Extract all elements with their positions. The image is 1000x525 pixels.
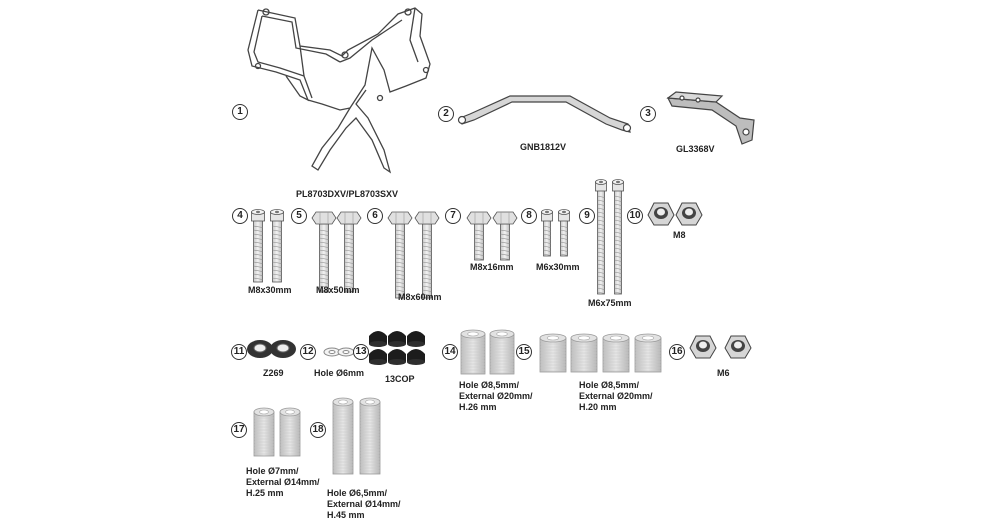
bolt-m6x75	[612, 179, 624, 295]
bolt-m6x75	[595, 179, 607, 295]
spacer-17	[253, 407, 275, 457]
part-label-3: GL3368V	[676, 144, 715, 154]
spacer-14	[460, 329, 486, 375]
part-number-15: 15	[516, 344, 532, 360]
bolt-m8x16	[492, 211, 518, 261]
part-label-line: H.45 mm	[327, 510, 365, 520]
part-number-16: 16	[669, 344, 685, 360]
part-label-15: Hole Ø8,5mm/External Ø20mm/H.20 mm	[579, 380, 653, 413]
part-number-5: 5	[291, 208, 307, 224]
cap	[369, 331, 387, 347]
cap	[369, 349, 387, 365]
spacer-15	[602, 333, 630, 373]
part-label-10: M8	[673, 230, 686, 240]
part-label-line: External Ø20mm/	[579, 391, 653, 401]
spacer-15	[539, 333, 567, 373]
part-label-11: Z269	[263, 368, 284, 378]
spacer-17	[279, 407, 301, 457]
nut-m6	[689, 335, 717, 359]
spacers-drawing	[253, 329, 662, 475]
cap	[407, 331, 425, 347]
part-label-16: M6	[717, 368, 730, 378]
part-label-line: Hole Ø8,5mm/	[579, 380, 640, 390]
part-number-6: 6	[367, 208, 383, 224]
part-number-1: 1	[232, 104, 248, 120]
part-number-9: 9	[579, 208, 595, 224]
part-label-13: 13COP	[385, 374, 415, 384]
bar-drawing	[457, 95, 632, 133]
cap	[388, 349, 406, 365]
spacer-15	[570, 333, 598, 373]
part-number-11: 11	[231, 344, 247, 360]
part-label-2: GNB1812V	[520, 142, 567, 152]
rubber-parts-drawing	[247, 340, 296, 358]
spacer-15	[634, 333, 662, 373]
part-label-14: Hole Ø8,5mm/External Ø20mm/H.26 mm	[459, 380, 533, 413]
part-label-line: External Ø14mm/	[327, 499, 401, 509]
part-number-10: 10	[627, 208, 643, 224]
part-number-14: 14	[442, 344, 458, 360]
part-label-line: Hole Ø6,5mm/	[327, 488, 388, 498]
cap	[407, 349, 425, 365]
part-number-8: 8	[521, 208, 537, 224]
part-label-7: M8x16mm	[470, 262, 514, 272]
part-label-9: M6x75mm	[588, 298, 632, 308]
nuts-drawing	[647, 202, 752, 359]
part-number-12: 12	[300, 344, 316, 360]
spacer-18	[332, 397, 354, 475]
cap	[388, 331, 406, 347]
part-number-7: 7	[445, 208, 461, 224]
part-label-line: H.26 mm	[459, 402, 497, 412]
nut-m8	[647, 202, 675, 226]
part-label-12: Hole Ø6mm	[314, 368, 365, 378]
part-label-line: External Ø20mm/	[459, 391, 533, 401]
bolt-m8x50	[311, 211, 337, 293]
spacer-14	[489, 329, 515, 375]
nut-m8	[675, 202, 703, 226]
part-number-18: 18	[310, 422, 326, 438]
nut-m6	[724, 335, 752, 359]
part-number-2: 2	[438, 106, 454, 122]
part-number-13: 13	[353, 344, 369, 360]
part-label-4: M8x30mm	[248, 285, 292, 295]
bolt-m8x60	[414, 211, 440, 299]
part-number-3: 3	[640, 106, 656, 122]
bolt-m8x30	[270, 209, 284, 283]
bolt-m6x30	[558, 209, 570, 257]
bolt-m8x16	[466, 211, 492, 261]
part-label-17: Hole Ø7mm/External Ø14mm/H.25 mm	[246, 466, 320, 499]
bolt-m8x60	[387, 211, 413, 299]
part-label-18: Hole Ø6,5mm/External Ø14mm/H.45 mm	[327, 488, 401, 521]
part-label-1: PL8703DXV/PL8703SXV	[296, 189, 399, 199]
part-number-17: 17	[231, 422, 247, 438]
washers-drawing	[323, 347, 355, 357]
part-label-5: M8x50mm	[316, 285, 360, 295]
bolts-drawing	[251, 179, 624, 299]
spacer-18	[359, 397, 381, 475]
part-label-line: Hole Ø7mm/	[246, 466, 299, 476]
bolt-m8x30	[251, 209, 265, 283]
bolt-m6x30	[541, 209, 553, 257]
bolt-m8x50	[336, 211, 362, 293]
part-label-line: Hole Ø8,5mm/	[459, 380, 520, 390]
part-label-line: External Ø14mm/	[246, 477, 320, 487]
part-label-6: M8x60mm	[398, 292, 442, 302]
part-label-line: H.25 mm	[246, 488, 284, 498]
part-label-8: M6x30mm	[536, 262, 580, 272]
part-label-line: H.20 mm	[579, 402, 617, 412]
part-number-4: 4	[232, 208, 248, 224]
side-frame-drawing	[247, 7, 431, 174]
bracket-drawing	[666, 91, 755, 145]
caps-drawing	[369, 331, 425, 365]
